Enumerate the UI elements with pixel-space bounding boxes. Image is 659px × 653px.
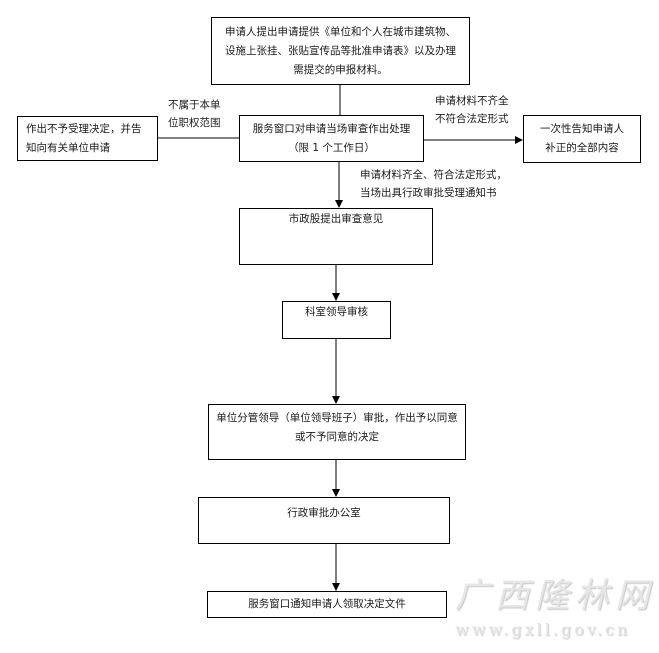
node-text-line: 服务窗口通知申请人领取决定文件 — [248, 598, 406, 610]
node-text-line: 作出不予受理决定，并告 — [26, 123, 142, 135]
node-reject-decision: 作出不予受理决定，并告 知向有关单位申请 — [17, 116, 158, 161]
watermark-site-name: 广西隆林网 — [455, 576, 655, 616]
node-unit-leader-approval: 单位分管领导（单位领导班子）审批，作出予以同意 或不予同意的决定 — [208, 404, 466, 460]
node-department-leader-audit: 科室领导审核 — [282, 301, 391, 339]
node-text-line: 一次性告知申请人 — [540, 123, 624, 135]
node-municipal-section-review: 市政股提出审查意见 — [239, 208, 433, 265]
watermark-url: www.gxll.gov.cn — [455, 620, 631, 639]
node-text-line: 补正的全部内容 — [545, 142, 619, 154]
node-application-submission: 申请人提出申请提供《单位和个人在城市建筑物、 设施上张挂、张贴宣传品等批准申请表… — [211, 17, 470, 85]
edge-label-line: 不符合法定形式 — [435, 113, 509, 125]
node-text-line: 需提交的申报材料。 — [293, 64, 388, 76]
edge-label-line: 不属于本单 — [168, 99, 221, 111]
edge-label-line: 申请材料不齐全 — [435, 95, 509, 107]
edge-label-complete: 申请材料齐全、符合法定形式， 当场出具行政审批受理通知书 — [360, 166, 507, 202]
node-text-line: 科室领导审核 — [305, 306, 368, 318]
node-text-line: （限 1 个工作日） — [288, 142, 375, 154]
edge-label-line: 申请材料齐全、符合法定形式， — [360, 169, 507, 181]
node-text-line: 服务窗口对申请当场审查作出处理 — [252, 123, 411, 135]
edge-label-incomplete: 申请材料不齐全 不符合法定形式 — [435, 92, 509, 128]
node-service-window-review: 服务窗口对申请当场审查作出处理 （限 1 个工作日） — [239, 115, 424, 162]
edge-label-line: 位职权范围 — [168, 117, 221, 129]
node-text-line: 知向有关单位申请 — [26, 142, 110, 154]
node-admin-approval-office: 行政审批办公室 — [198, 497, 450, 544]
node-text-line: 市政股提出审查意见 — [288, 213, 384, 225]
node-text-line: 行政审批办公室 — [287, 507, 361, 519]
node-text-line: 单位分管领导（单位领导班子）审批，作出予以同意 — [216, 412, 458, 424]
node-final-notice: 服务窗口通知申请人领取决定文件 — [207, 591, 447, 618]
edge-label-not-in-scope: 不属于本单 位职权范围 — [168, 96, 221, 132]
node-notify-supplement: 一次性告知申请人 补正的全部内容 — [523, 115, 641, 163]
node-text-line: 申请人提出申请提供《单位和个人在城市建筑物、 — [225, 26, 456, 38]
edge-label-line: 当场出具行政审批受理通知书 — [360, 187, 497, 199]
node-text-line: 设施上张挂、张贴宣传品等批准申请表》以及办理 — [225, 45, 456, 57]
node-text-line: 或不予同意的决定 — [295, 431, 379, 443]
